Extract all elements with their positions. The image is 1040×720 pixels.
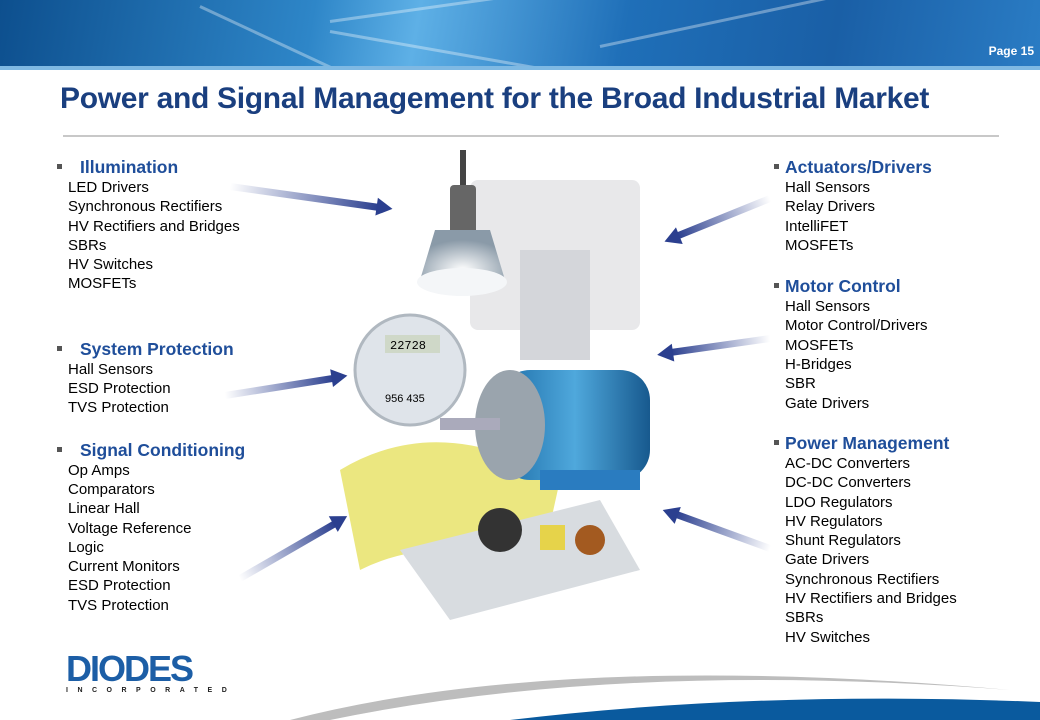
section-heading: Illumination <box>57 156 245 178</box>
page-title: Power and Signal Management for the Broa… <box>60 82 930 115</box>
arrow-power-management <box>674 511 772 552</box>
list-item: ESD Protection <box>68 577 171 595</box>
list-item: MOSFETs <box>785 236 854 254</box>
list-item: Current Monitors <box>68 558 180 576</box>
industrial-products-image: 22728 956 435 <box>340 150 670 630</box>
list-item: Hall Sensors <box>785 298 871 316</box>
list-item: Relay Drivers <box>785 198 876 216</box>
list-item: Gate Drivers <box>785 394 870 412</box>
list-item: Voltage Reference <box>68 519 192 537</box>
lamp <box>450 185 476 235</box>
list-item: AC-DC Converters <box>785 454 911 472</box>
list-item: HV Rectifiers and Bridges <box>68 217 240 235</box>
list-item: Op Amps <box>68 461 130 479</box>
list-item: Linear Hall <box>68 500 140 518</box>
list-item: MOSFETs <box>785 336 854 354</box>
section-heading-text: System Protection <box>80 338 234 359</box>
list-item: HV Regulators <box>785 512 883 530</box>
list-item: SBRs <box>785 609 824 627</box>
list-item: Shunt Regulators <box>785 532 901 550</box>
list-item: SBRs <box>68 236 107 254</box>
section-heading-text: Signal Conditioning <box>80 439 246 460</box>
list-item: HV Rectifiers and Bridges <box>785 590 957 608</box>
list-item: Synchronous Rectifiers <box>785 570 940 588</box>
section-heading-text: Motor Control <box>785 276 901 297</box>
logo-name: DIODES <box>66 648 194 689</box>
header-banner: Page 15 <box>0 0 1040 93</box>
section-heading: System Protection <box>57 338 245 360</box>
logo-subtitle: INCORPORATED <box>66 687 237 694</box>
bullet-icon <box>774 164 779 169</box>
list-item: IntelliFET <box>785 217 849 235</box>
footer-swoosh-blue <box>510 698 1040 720</box>
page-number: Page 15 <box>988 44 1034 58</box>
list-item: Synchronous Rectifiers <box>68 198 223 216</box>
list-item: LDO Regulators <box>785 493 893 511</box>
footer-swoosh <box>290 675 1040 720</box>
bullet-icon <box>774 439 779 445</box>
list-item: LED Drivers <box>68 179 149 196</box>
bullet-icon <box>57 345 62 351</box>
list-item: Hall Sensors <box>785 179 871 196</box>
meter-top-reading: 22728 <box>390 339 426 353</box>
list-item: Logic <box>68 538 104 556</box>
list-item: Motor Control/Drivers <box>785 317 928 335</box>
list-item: MOSFETs <box>68 275 137 293</box>
list-item: TVS Protection <box>68 596 169 614</box>
list-item: HV Switches <box>785 628 871 646</box>
section-heading: Signal Conditioning <box>57 439 246 461</box>
arrow-actuators <box>675 195 772 240</box>
divider <box>63 135 999 137</box>
arrow-signal-conditioning <box>238 520 338 582</box>
section-heading: Actuators/Drivers <box>774 156 957 178</box>
section-heading-text: Illumination <box>80 157 179 177</box>
arrow-motor-control <box>670 335 771 356</box>
list-item: Hall Sensors <box>68 360 154 378</box>
footer-swoosh-grey <box>290 675 1010 720</box>
electric-meter <box>353 313 467 427</box>
section-heading-text: Actuators/Drivers <box>785 157 932 177</box>
bullet-icon <box>57 446 62 452</box>
list-item: H-Bridges <box>785 356 852 374</box>
section-heading: Power Management <box>774 432 957 454</box>
list-item: Comparators <box>68 480 155 498</box>
meter-bottom-reading: 956 435 <box>385 393 425 405</box>
list-item: ESD Protection <box>68 380 171 398</box>
list-item: TVS Protection <box>68 399 169 417</box>
bullet-icon <box>774 283 779 289</box>
list-item: SBR <box>785 375 816 393</box>
bullet-icon <box>57 164 62 169</box>
section-heading: Motor Control <box>774 275 957 297</box>
list-item: HV Switches <box>68 256 154 274</box>
list-item: DC-DC Converters <box>785 474 911 492</box>
list-item: Gate Drivers <box>785 551 870 569</box>
section-heading-text: Power Management <box>785 432 950 453</box>
diodes-logo: DIODES INCORPORATED <box>66 648 237 695</box>
